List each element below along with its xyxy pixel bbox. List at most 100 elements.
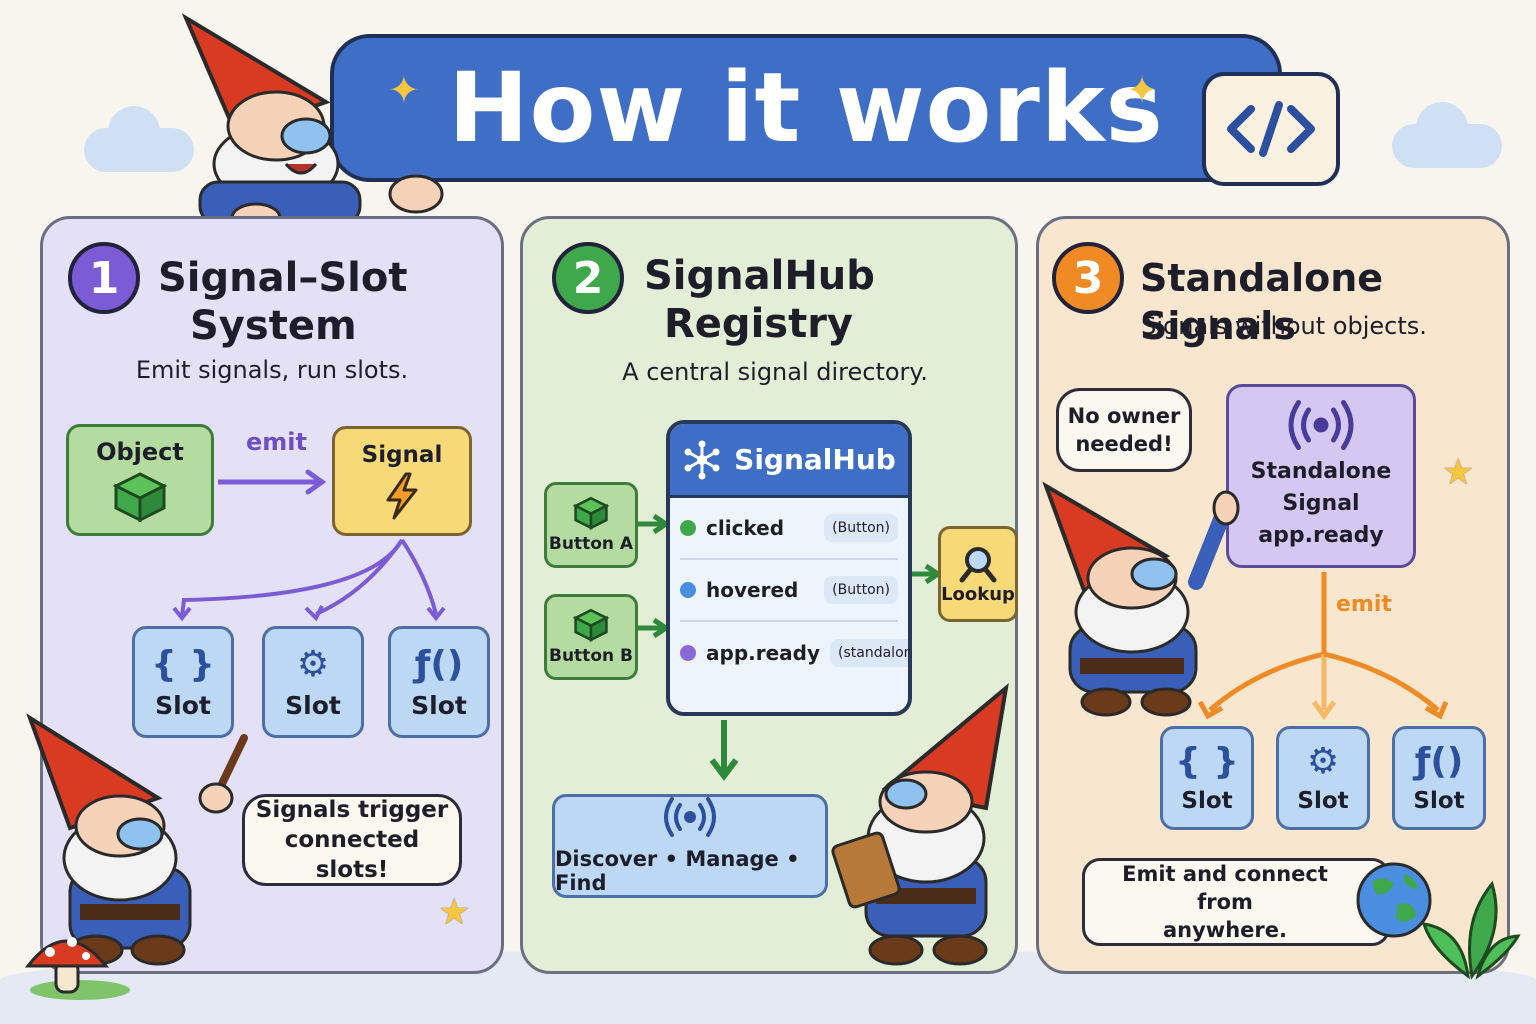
- status-dot: [680, 582, 696, 598]
- panel-2-title-line1: SignalHub: [644, 253, 875, 299]
- cloud-left: [84, 106, 194, 172]
- button-b-box: Button B: [544, 594, 638, 680]
- discover-label: Discover • Manage • Find: [555, 847, 800, 895]
- standalone-line: Signal: [1282, 491, 1360, 516]
- mushroom-icon: [24, 937, 130, 1000]
- step-number-3: 3: [1052, 242, 1124, 314]
- bubble-line: needed!: [1075, 432, 1173, 456]
- signalhub-header: SignalHub: [670, 424, 908, 498]
- button-a-label: Button A: [548, 534, 634, 554]
- slot-box: ⚙ Slot: [262, 626, 364, 738]
- button-a-box: Button A: [544, 482, 638, 568]
- footer-line: Emit and connect from: [1122, 862, 1328, 914]
- lookup-box: Lookup: [938, 526, 1018, 622]
- lightning-icon: [386, 472, 418, 520]
- slot-box: ƒ() Slot: [1392, 726, 1486, 830]
- cube-icon: [572, 496, 610, 530]
- panel-3-title: Standalone Signals: [1140, 256, 1384, 348]
- sparkle-icon: ✦: [388, 68, 420, 112]
- network-icon: [684, 440, 720, 479]
- registry-signal-name: hovered: [706, 578, 799, 602]
- registry-signal-name: app.ready: [706, 641, 821, 665]
- panel-2-title-line2: Registry: [664, 301, 854, 347]
- registry-row: app.ready (standalone): [680, 622, 908, 684]
- emit-arrow: [218, 469, 327, 495]
- slot-box: { } Slot: [132, 626, 234, 738]
- slot-label: Slot: [411, 690, 467, 720]
- signal-box: Signal: [332, 426, 472, 536]
- lookup-label: Lookup: [941, 583, 1015, 605]
- registry-row: clicked (Button): [680, 498, 898, 560]
- cube-icon: [112, 472, 168, 523]
- footer-line: anywhere.: [1163, 918, 1287, 942]
- registry-signal-name: clicked: [706, 516, 785, 540]
- speech-bubble-signals: Signals trigger connected slots!: [242, 794, 462, 886]
- panel-1-subtitle: Emit signals, run slots.: [135, 356, 409, 384]
- gear-icon: ⚙: [1306, 741, 1340, 782]
- slot-label: Slot: [1181, 788, 1233, 814]
- footer-note: Emit and connect from anywhere.: [1082, 858, 1390, 946]
- slot-box: ⚙ Slot: [1276, 726, 1370, 830]
- sparkle-icon: ✦: [1126, 68, 1158, 112]
- emit-label: emit: [246, 428, 307, 456]
- braces-icon: { }: [151, 643, 215, 685]
- emit-fanout-arrows: [1197, 572, 1449, 721]
- signal-label: Signal: [361, 442, 443, 468]
- standalone-line: Standalone: [1250, 459, 1392, 484]
- panel-1-title: Signal–Slot System: [158, 254, 458, 350]
- cloud-right: [1392, 102, 1502, 168]
- slot-label: Slot: [285, 690, 341, 720]
- registry-signal-tag: (Button): [824, 576, 898, 604]
- step-number-1: 1: [68, 242, 140, 314]
- broadcast-icon: [664, 797, 716, 837]
- panel-3-subtitle: Signals without objects.: [1141, 312, 1427, 340]
- slot-label: Slot: [155, 690, 211, 720]
- registry-signal-tag: (standalone): [830, 639, 908, 667]
- status-dot: [680, 645, 696, 661]
- gnome-pointing-icon: [181, 13, 444, 234]
- discover-box: Discover • Manage • Find: [552, 794, 828, 898]
- magnifier-icon: [959, 546, 997, 582]
- function-icon: ƒ(): [414, 643, 464, 685]
- gnome-clipboard-icon: [831, 683, 1009, 966]
- broadcast-icon: [1288, 400, 1354, 450]
- signalhub-registry: SignalHub clicked (Button) hovered (Butt…: [666, 420, 912, 716]
- slot-connector-arrows: [172, 538, 446, 622]
- code-icon: [1202, 72, 1340, 186]
- registry-row: hovered (Button): [680, 560, 898, 622]
- bubble-line: No owner: [1067, 404, 1181, 428]
- bubble-line: Signals trigger: [255, 797, 449, 823]
- slot-label: Slot: [1413, 788, 1465, 814]
- function-icon: ƒ(): [1414, 741, 1464, 782]
- object-label: Object: [96, 438, 184, 466]
- star-icon: ★: [438, 892, 471, 933]
- registry-signal-tag: (Button): [824, 514, 898, 542]
- status-dot: [680, 520, 696, 536]
- panel-2-title: SignalHub Registry: [644, 252, 944, 348]
- braces-icon: { }: [1175, 741, 1239, 782]
- emit-label: emit: [1336, 592, 1392, 617]
- hub-to-discover-arrow: [709, 720, 739, 781]
- slot-label: Slot: [1297, 788, 1349, 814]
- object-box: Object: [66, 424, 214, 536]
- step-number-2: 2: [552, 242, 624, 314]
- panel-1-title-line1: Signal–Slot: [158, 255, 408, 301]
- gnome-teacher-icon: [26, 713, 248, 966]
- plant-icon: [1421, 880, 1521, 980]
- button-b-label: Button B: [549, 646, 633, 666]
- gear-icon: ⚙: [296, 643, 330, 685]
- gnome-pointing-up-icon: [1042, 481, 1240, 717]
- speech-bubble-no-owner: No owner needed!: [1056, 388, 1192, 472]
- star-icon: ★: [1442, 452, 1475, 493]
- globe-icon: [1356, 862, 1432, 938]
- signalhub-title: SignalHub: [734, 443, 896, 476]
- title-banner: ✦ How it works ✦: [330, 34, 1282, 182]
- slot-box: ƒ() Slot: [388, 626, 490, 738]
- standalone-signal-name: app.ready: [1258, 523, 1384, 548]
- panel-2-subtitle: A central signal directory.: [622, 358, 928, 386]
- bubble-line: connected slots!: [284, 827, 420, 883]
- page-title: How it works: [448, 52, 1164, 164]
- standalone-signal-box: Standalone Signal app.ready: [1226, 384, 1416, 568]
- slot-box: { } Slot: [1160, 726, 1254, 830]
- panel-1-title-line2: System: [190, 303, 357, 349]
